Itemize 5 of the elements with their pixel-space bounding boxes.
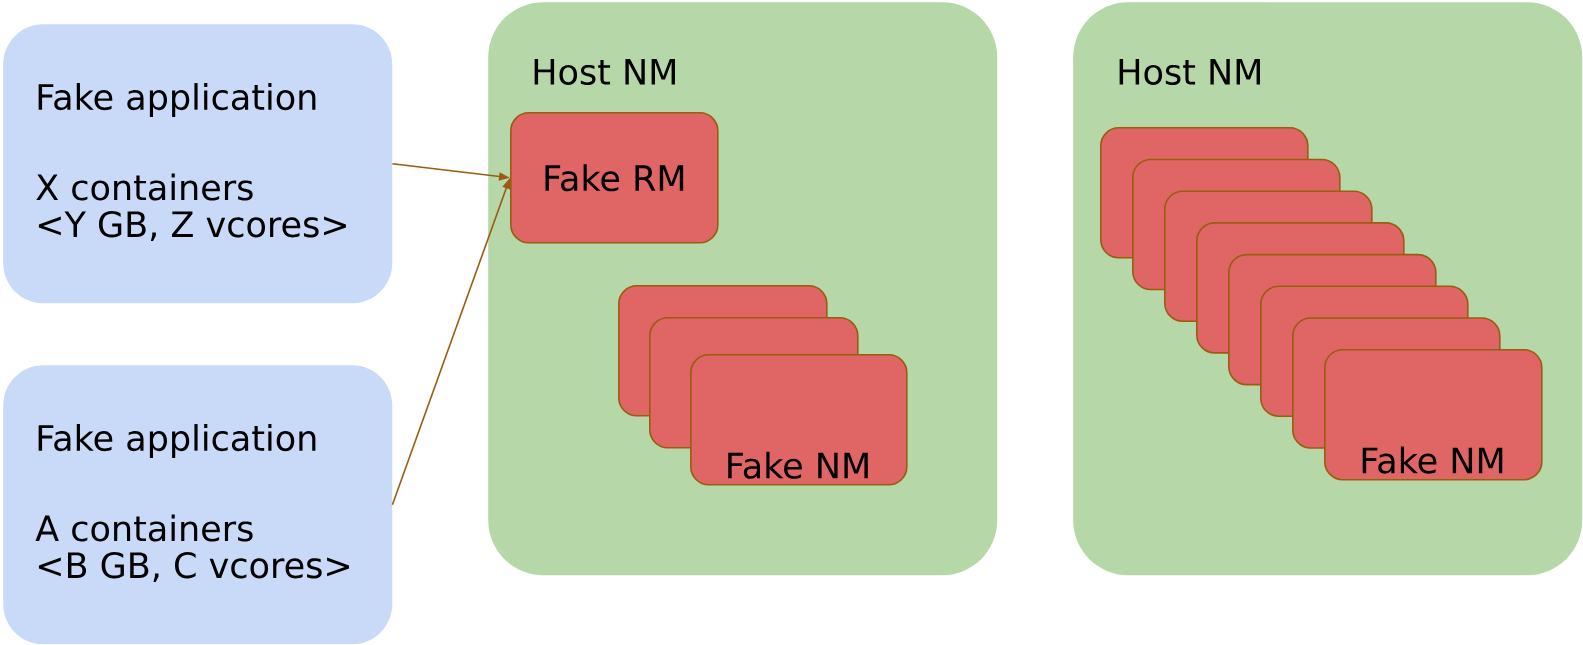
- application-box: Fake application A containers <B GB, C vcores>: [3, 365, 393, 645]
- node-box: Fake NM: [690, 354, 908, 486]
- node-box: Fake RM: [510, 112, 719, 244]
- application-box: Fake application X containers <Y GB, Z vcores>: [3, 24, 393, 304]
- node-box: Fake NM: [1324, 348, 1543, 481]
